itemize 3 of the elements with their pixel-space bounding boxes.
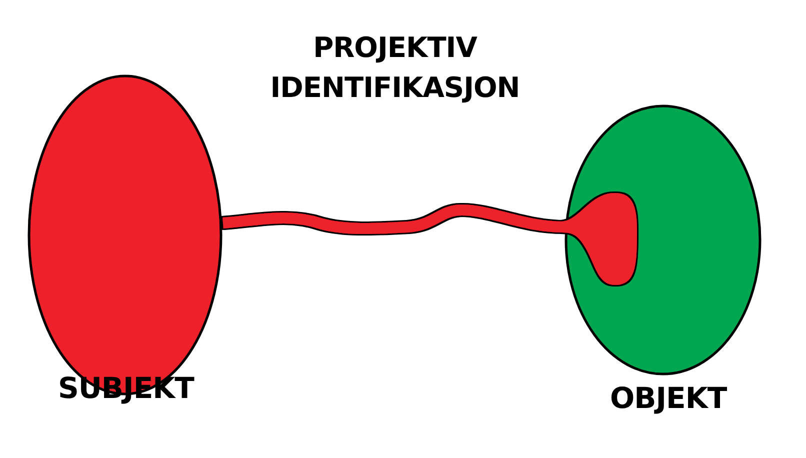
connecting-band <box>222 193 637 285</box>
title: PROJEKTIV IDENTIFIKASJON <box>269 30 521 106</box>
node-label: OBJEKT <box>610 381 727 415</box>
